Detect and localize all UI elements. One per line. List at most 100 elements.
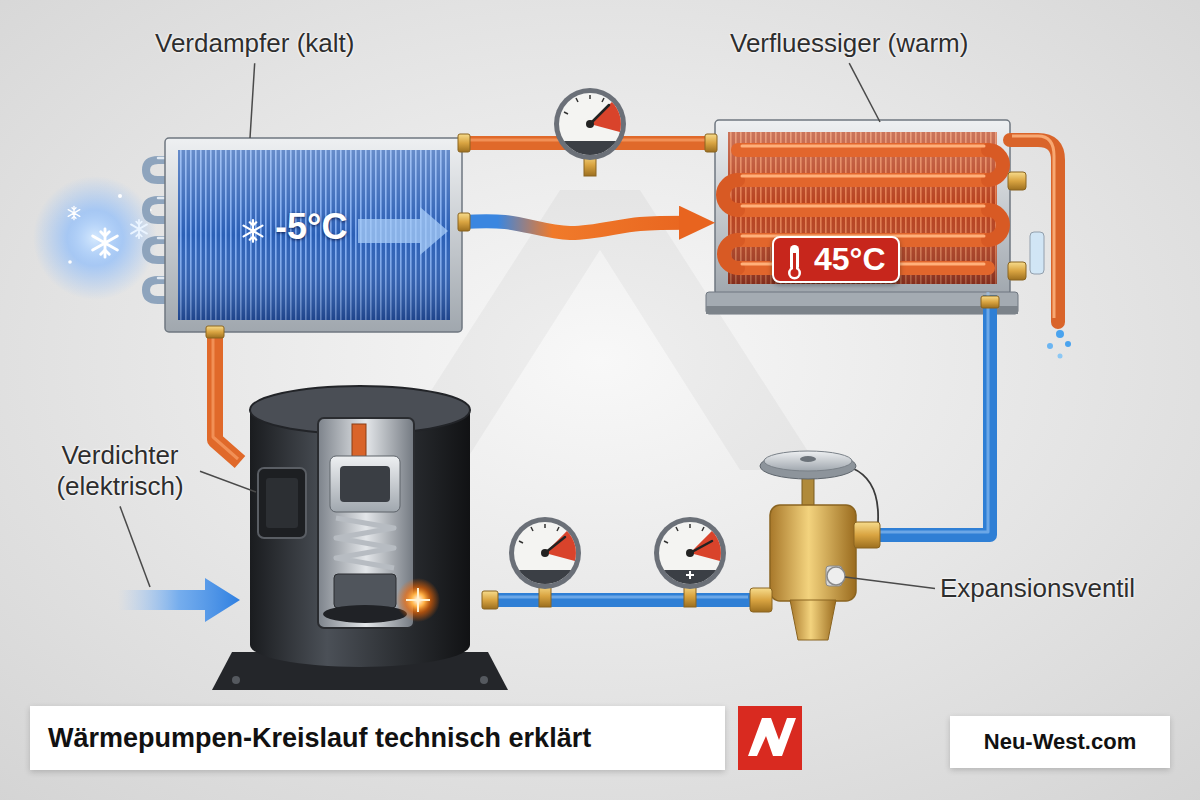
evaporator-illustration (178, 150, 450, 320)
refrigerant-pipe (490, 593, 750, 607)
pressure-gauge (564, 141, 616, 155)
drain-pipe (1012, 136, 1054, 318)
leader-line (250, 63, 255, 138)
pipe-fitting (458, 213, 470, 231)
site-name: Neu-West.com (984, 729, 1136, 755)
pressure-gauge (659, 522, 721, 584)
condenser-illustration (706, 120, 1071, 359)
pipe-fitting (482, 591, 498, 609)
condenser-illustration (728, 132, 997, 284)
leader-line (849, 63, 880, 122)
condenser-illustration (728, 132, 997, 284)
compressor-illustration (340, 466, 390, 502)
drain-pipe (1010, 136, 1071, 359)
part-label: Verfluessiger (warm) (730, 28, 968, 59)
terminal-box (258, 468, 306, 538)
frost-effect (131, 220, 147, 238)
pipe-fitting (705, 134, 717, 152)
compressor-illustration (250, 410, 470, 667)
pressure-gauge (509, 517, 581, 607)
valve-illustration (770, 505, 856, 601)
brand-logo (738, 706, 802, 770)
condenser-illustration (706, 292, 1018, 314)
compressor-illustration (232, 676, 240, 684)
compressor-illustration (334, 574, 396, 608)
pressure-gauge (586, 120, 594, 128)
frost-effect (93, 229, 118, 257)
pressure-gauge (519, 570, 571, 584)
pressure-gauge (664, 524, 704, 543)
pressure-gauge (564, 95, 604, 114)
pressure-gauge (554, 88, 626, 160)
drain-pipe (1030, 232, 1044, 274)
leader-line (120, 506, 150, 587)
brand-logo (738, 706, 802, 770)
pipe-fitting (1008, 262, 1026, 280)
title-banner: Wärmepumpen-Kreislauf technisch erklärt (30, 706, 725, 770)
pressure-gauge (686, 549, 694, 557)
pipe-fitting (854, 522, 880, 548)
drain-pipe (1056, 330, 1064, 338)
pressure-gauge (554, 88, 626, 176)
temperature-badge: 45°C (772, 236, 900, 283)
inlet-arrow (118, 578, 240, 622)
pressure-gauge (509, 517, 581, 589)
spark-glow (396, 578, 440, 622)
evaporator-unit: Verdampfer (kalt)-5°C (165, 138, 462, 332)
evaporator-illustration (165, 138, 462, 332)
compressor-illustration (212, 386, 508, 690)
pipe-fitting (458, 134, 470, 152)
refrigerant-pipe (462, 221, 689, 233)
valve-illustration (764, 451, 852, 471)
compressor-illustration (406, 588, 430, 612)
expansion-valve: Expansionsventil (750, 445, 880, 645)
pressure-gauge (514, 522, 576, 584)
frost-effect (33, 176, 157, 300)
pressure-gauge (541, 549, 549, 557)
brand-logo (748, 718, 796, 756)
pressure-gauge (654, 517, 726, 589)
frost-effect (68, 206, 80, 219)
refrigerant-pipe (880, 295, 990, 535)
pressure-gauge (590, 102, 621, 132)
flow-arrow (358, 207, 448, 255)
pipe-highlight (488, 596, 748, 599)
valve-illustration (790, 600, 836, 640)
compressor-illustration (336, 518, 394, 568)
pressure-gauge (654, 517, 726, 607)
frost-effect (68, 260, 72, 264)
leader-line (845, 577, 935, 589)
compressor-illustration (323, 605, 407, 623)
pipe-fitting (1008, 172, 1026, 190)
label-box: Neu-West.com (950, 716, 1170, 768)
compressor-unit: Verdichter (elektrisch) (240, 385, 490, 690)
drain-pipe (1010, 140, 1058, 322)
thermometer-icon (793, 253, 796, 271)
pressure-gauge (545, 531, 576, 561)
compressor-illustration (480, 676, 488, 684)
frost-effect (33, 176, 157, 300)
pressure-gauge (590, 105, 609, 124)
pipe-fitting (206, 326, 224, 338)
compressor-illustration (266, 478, 298, 528)
part-label: Verdichter (elektrisch) (45, 440, 195, 502)
thermometer-icon (791, 269, 799, 277)
valve-illustration (827, 567, 845, 585)
frost-effect (118, 194, 122, 198)
drain-pipe (1058, 354, 1063, 359)
temperature-value: -5°C (275, 206, 347, 247)
thermometer-icon (790, 245, 799, 271)
drain-pipe (1047, 343, 1053, 349)
evaporator-illustration (146, 138, 462, 332)
pressure-gauge (559, 93, 621, 155)
pressure-gauge (664, 570, 716, 584)
condenser-unit: 45°CVerfluessiger (warm) (715, 120, 1010, 295)
pipe-fitting (750, 588, 772, 612)
condenser-illustration (706, 306, 1018, 314)
valve-illustration (800, 456, 816, 462)
thermometer-icon (784, 243, 806, 281)
pipe-highlight (878, 292, 988, 532)
